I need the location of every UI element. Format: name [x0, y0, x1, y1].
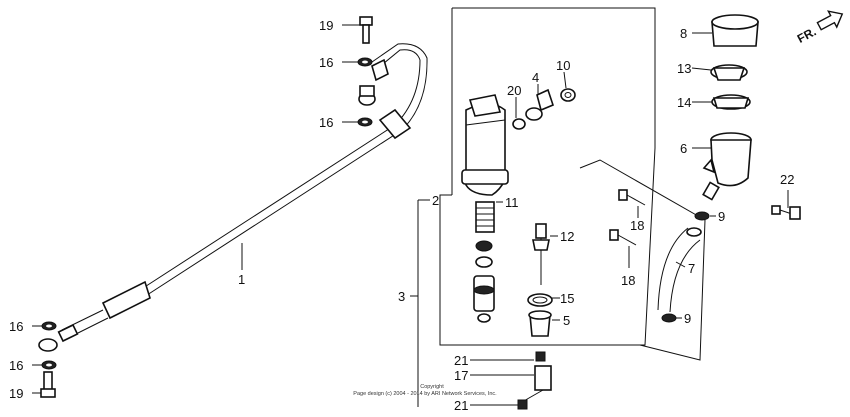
hose-clip-upper — [694, 211, 710, 221]
callout-16-c: 16 — [9, 319, 23, 334]
nut-21-lower — [517, 399, 528, 410]
brake-hose — [38, 43, 428, 352]
reservoir — [702, 132, 752, 201]
reservoir-hose — [657, 227, 702, 313]
callout-21-upper: 21 — [454, 353, 468, 368]
reservoir-cap — [711, 14, 759, 47]
callout-22: 22 — [780, 172, 794, 187]
bolt-18-a — [618, 189, 646, 206]
bolt-19-top — [359, 16, 373, 44]
callout-9-lower: 9 — [684, 311, 691, 326]
front-direction-marker: FR. — [795, 10, 844, 46]
bolt-22 — [771, 205, 801, 220]
callout-6: 6 — [680, 141, 687, 156]
callout-8: 8 — [680, 26, 687, 41]
callout-17: 17 — [454, 368, 468, 383]
bolt-18-b — [609, 229, 637, 246]
bolt-19-bottom — [40, 371, 56, 398]
washer-16-d — [41, 360, 57, 370]
o-ring — [512, 118, 526, 130]
copyright-line-2: Page design (c) 2004 - 2014 by ARI Netwo… — [353, 391, 497, 397]
circlip — [527, 293, 553, 307]
copyright-line-1: Copyright — [420, 384, 444, 390]
callout-20: 20 — [507, 83, 521, 98]
callout-5: 5 — [563, 313, 570, 328]
nut-21-upper — [535, 351, 546, 362]
washer-16-c — [41, 321, 57, 331]
callout-19-top: 19 — [319, 18, 333, 33]
callout-13: 13 — [677, 61, 691, 76]
switch-assembly — [521, 365, 552, 403]
master-cylinder-body — [461, 94, 509, 196]
callout-12: 12 — [560, 229, 574, 244]
piston-kit — [473, 201, 495, 323]
callout-14: 14 — [677, 95, 691, 110]
washer-16-b — [357, 117, 373, 127]
callout-18-b: 18 — [621, 273, 635, 288]
callout-labels: 19 16 16 1 16 16 19 2 3 11 12 15 5 4 20 … — [9, 18, 794, 413]
callout-18-a: 18 — [630, 218, 644, 233]
hose-clip-lower — [661, 313, 677, 323]
callout-4: 4 — [532, 70, 539, 85]
callout-15: 15 — [560, 291, 574, 306]
push-rod — [532, 223, 550, 285]
callout-16-a: 16 — [319, 55, 333, 70]
callout-19-bottom: 19 — [9, 386, 23, 401]
front-arrow-icon — [816, 10, 844, 31]
callout-3: 3 — [398, 289, 405, 304]
callout-7: 7 — [688, 261, 695, 276]
front-direction-label: FR. — [795, 24, 819, 45]
dust-boot — [528, 310, 552, 337]
callout-16-b: 16 — [319, 115, 333, 130]
callout-21-lower: 21 — [454, 398, 468, 413]
callout-16-d: 16 — [9, 358, 23, 373]
callout-9-upper: 9 — [718, 209, 725, 224]
copyright-notice: Copyright Page design (c) 2004 - 2014 by… — [353, 384, 497, 397]
callout-1: 1 — [238, 272, 245, 287]
callout-10: 10 — [556, 58, 570, 73]
reservoir-plate — [710, 64, 748, 81]
leader-lines — [32, 24, 789, 394]
hose-joint — [525, 88, 554, 121]
callout-2: 2 — [432, 193, 439, 208]
callout-11: 11 — [505, 195, 519, 210]
diaphragm — [711, 94, 751, 110]
circlip-10 — [560, 88, 576, 102]
group-brackets — [410, 199, 534, 407]
washer-16-a — [357, 57, 373, 67]
